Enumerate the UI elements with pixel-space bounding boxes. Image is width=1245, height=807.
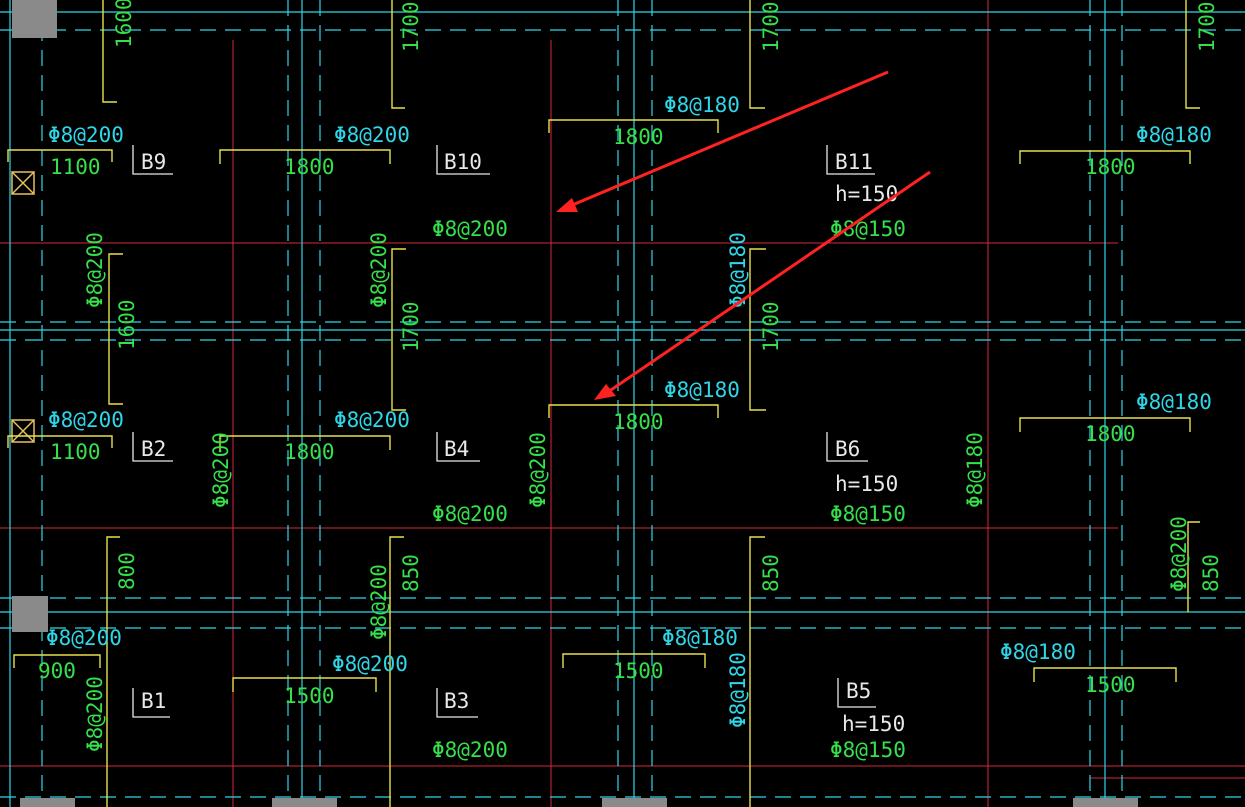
slab-b11-rebar: Φ8@150 [830, 217, 906, 241]
length-label: 1800 [1085, 155, 1136, 179]
vertical-rebar-labels: Φ8@200 Φ8@200 Φ8@180 Φ8@200 Φ8@200 Φ8@18… [83, 232, 1191, 752]
arrow-head-1 [556, 198, 578, 212]
slab-b10: B10 Φ8@200 [432, 145, 508, 241]
slab-b6: B6 h=150 Φ8@150 [826, 432, 906, 526]
rebar-label: Φ8@180 [1000, 640, 1076, 664]
column-hatch-2 [11, 419, 35, 443]
slab-labels: B9 B10 Φ8@200 B11 h=150 Φ8@150 B2 B4 Φ8@… [132, 145, 906, 762]
slab-b4-label: B4 [444, 437, 469, 461]
slab-b5-thickness: h=150 [842, 712, 905, 736]
length-label-vertical: 1600 [112, 0, 136, 48]
rebar-label-vertical: Φ8@180 [726, 652, 750, 728]
rebar-label: Φ8@180 [664, 378, 740, 402]
length-label: 1800 [284, 155, 335, 179]
slab-b2: B2 [132, 432, 173, 462]
rebar-label: Φ8@180 [664, 93, 740, 117]
rebar-label: Φ8@200 [46, 626, 122, 650]
length-label-vertical: 1700 [1195, 1, 1219, 52]
length-label-vertical: 850 [759, 554, 783, 592]
length-labels: 1100 1800 1800 1800 1100 1800 1800 1800 … [38, 125, 1136, 708]
length-label: 1800 [613, 410, 664, 434]
length-label-vertical: 1700 [759, 301, 783, 352]
length-label: 1800 [613, 125, 664, 149]
top-rebar-labels: Φ8@200 Φ8@200 Φ8@180 Φ8@180 Φ8@200 Φ8@20… [46, 93, 1212, 676]
slab-b11-label: B11 [835, 150, 873, 174]
slab-b10-rebar: Φ8@200 [432, 217, 508, 241]
length-label: 1100 [50, 440, 101, 464]
length-label: 1500 [613, 659, 664, 683]
rebar-label-vertical: Φ8@200 [209, 432, 233, 508]
slab-b3: B3 Φ8@200 [432, 688, 508, 762]
slab-b4: B4 Φ8@200 [432, 432, 508, 526]
length-label: 1800 [284, 440, 335, 464]
rebar-label-vertical: Φ8@200 [83, 232, 107, 308]
length-label-vertical: 800 [115, 552, 139, 590]
rebar-label: Φ8@200 [332, 652, 408, 676]
rebar-label: Φ8@180 [1136, 123, 1212, 147]
length-label: 900 [38, 659, 76, 683]
rebar-label: Φ8@180 [1136, 390, 1212, 414]
length-label-vertical: 1700 [399, 1, 423, 52]
rebar-label-vertical: Φ8@200 [83, 676, 107, 752]
length-label: 1800 [1085, 422, 1136, 446]
slab-b3-rebar: Φ8@200 [432, 738, 508, 762]
slab-b2-label: B2 [141, 437, 166, 461]
columns [11, 0, 1138, 807]
rebar-brackets [7, 0, 1200, 807]
column-hatch-1 [11, 171, 35, 195]
rebar-label-vertical: Φ8@200 [367, 232, 391, 308]
slab-b6-label: B6 [835, 437, 860, 461]
length-label-vertical: 1600 [115, 299, 139, 350]
slab-b9: B9 [132, 145, 173, 175]
slab-b11: B11 h=150 Φ8@150 [826, 145, 906, 241]
annotation-arrows [556, 70, 931, 400]
slab-b9-label: B9 [141, 150, 166, 174]
slab-b5: B5 h=150 Φ8@150 [830, 678, 906, 762]
rebar-label: Φ8@200 [48, 123, 124, 147]
length-label: 1100 [50, 155, 101, 179]
rebar-label-vertical: Φ8@200 [1167, 516, 1191, 592]
rebar-label-vertical: Φ8@200 [526, 432, 550, 508]
length-label: 1500 [1085, 673, 1136, 697]
length-label-vertical: 1700 [399, 301, 423, 352]
slab-b3-label: B3 [444, 689, 469, 713]
rebar-label: Φ8@180 [662, 626, 738, 650]
vertical-length-labels: 1600 1700 1700 1700 1600 1700 1700 800 8… [112, 0, 1223, 592]
length-label-vertical: 1700 [759, 1, 783, 52]
length-label: 1500 [284, 684, 335, 708]
rebar-label-vertical: Φ8@180 [963, 432, 987, 508]
length-label-vertical: 850 [399, 554, 423, 592]
rebar-label: Φ8@200 [334, 123, 410, 147]
slab-b1-label: B1 [141, 689, 166, 713]
arrow-head-2 [594, 384, 616, 400]
slab-b6-thickness: h=150 [835, 472, 898, 496]
slab-b10-label: B10 [444, 150, 482, 174]
slab-b6-rebar: Φ8@150 [830, 502, 906, 526]
rebar-label-vertical: Φ8@180 [726, 232, 750, 308]
rebar-label: Φ8@200 [334, 408, 410, 432]
length-label-vertical: 850 [1199, 554, 1223, 592]
slab-b11-thickness: h=150 [835, 182, 898, 206]
slab-b5-rebar: Φ8@150 [830, 738, 906, 762]
rebar-label: Φ8@200 [48, 408, 124, 432]
slab-b5-label: B5 [846, 679, 871, 703]
rebar-label-vertical: Φ8@200 [367, 564, 391, 640]
slab-b1: B1 [132, 688, 170, 718]
slab-b4-rebar: Φ8@200 [432, 502, 508, 526]
